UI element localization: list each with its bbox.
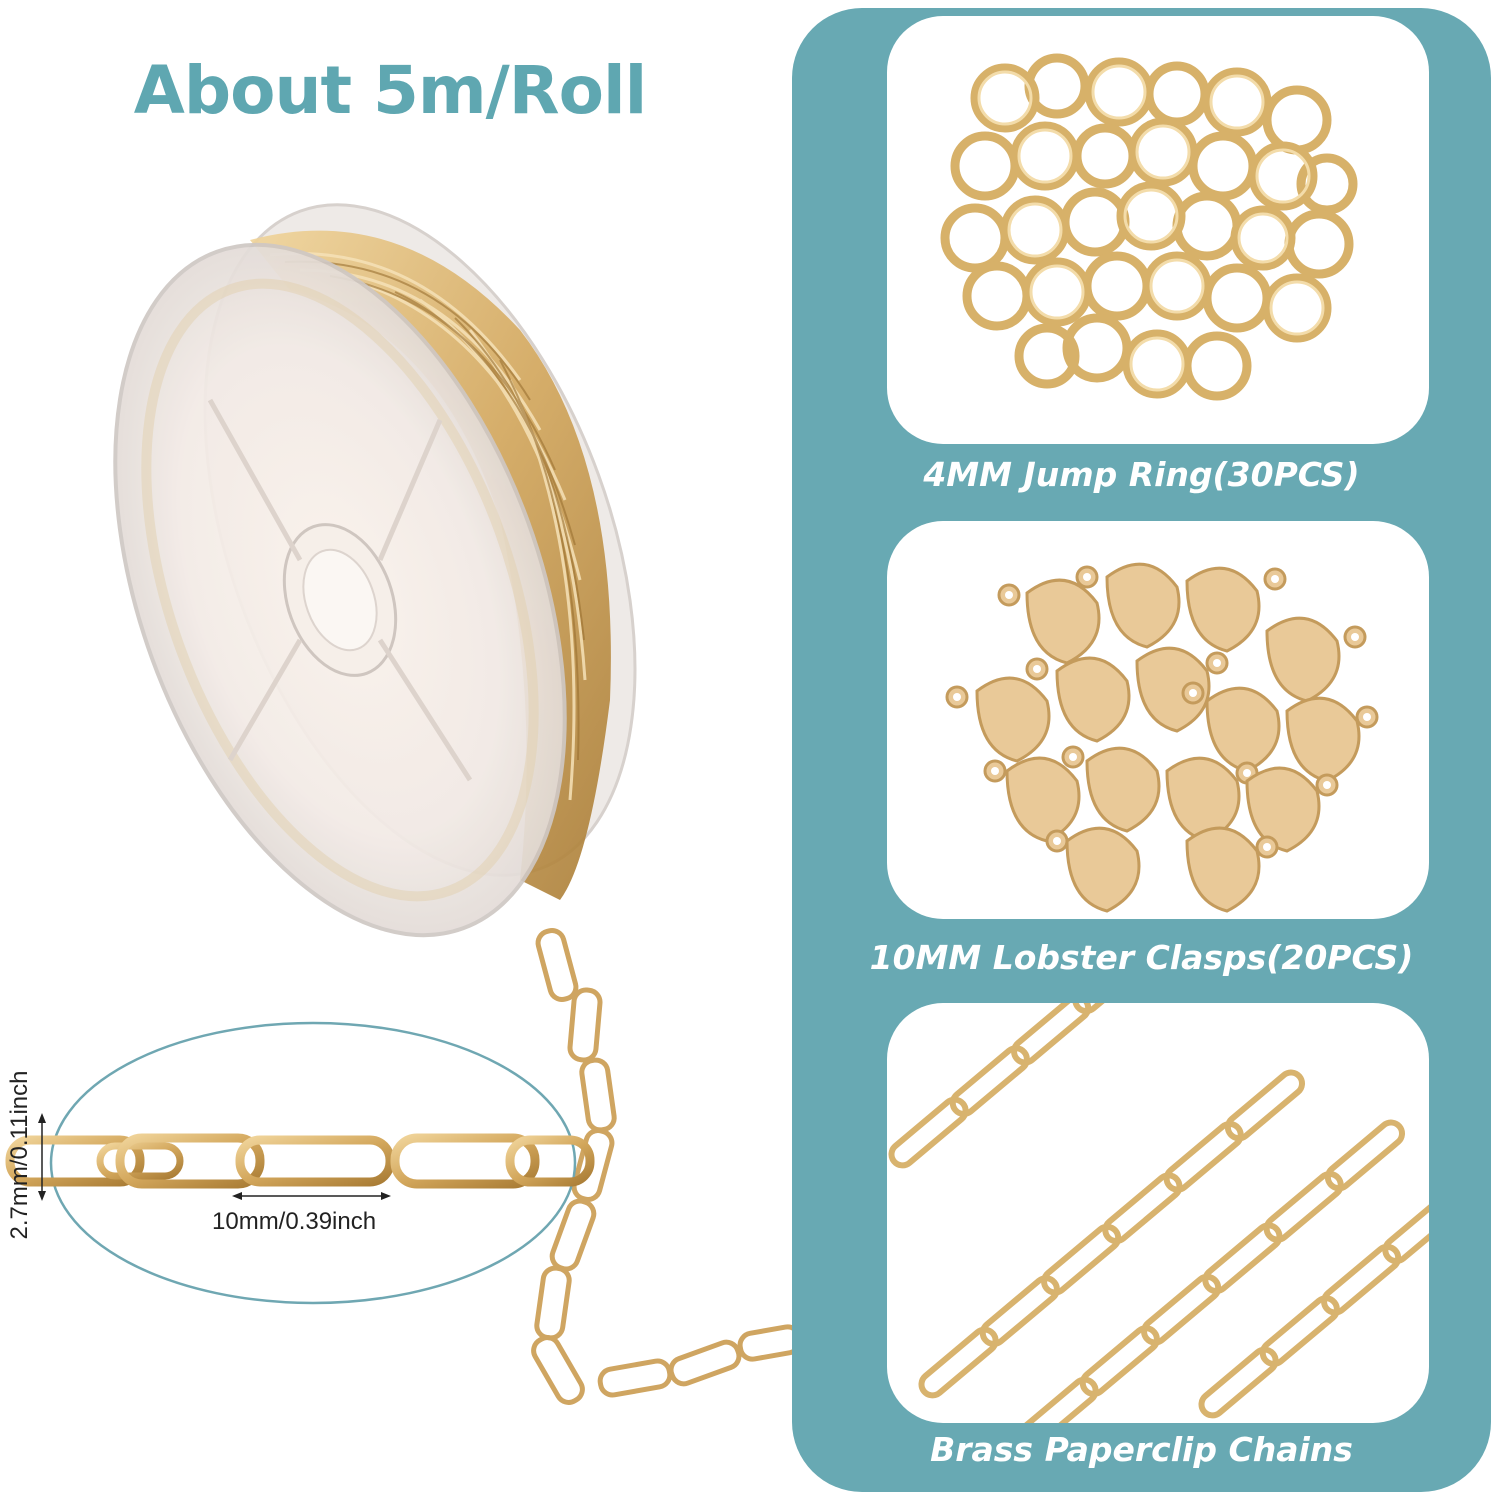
jump-ring-image	[887, 16, 1429, 444]
paperclip-chain-caption: Brass Paperclip Chains	[930, 1430, 1353, 1469]
headline: About 5m/Roll	[133, 52, 647, 129]
paperclip-chain-image	[887, 1003, 1429, 1423]
lobster-clasps-picture	[945, 562, 1379, 913]
jump-ring-caption: 4MM Jump Ring(30PCS)	[923, 455, 1360, 494]
height-dimension-label: 2.7mm/0.11inch	[6, 1070, 33, 1240]
paperclip-chains-picture	[888, 1003, 1429, 1423]
chain-detail-callout	[5, 1021, 595, 1305]
components-panel: 4MM Jump Ring(30PCS)	[792, 8, 1491, 1492]
lobster-clasp-caption: 10MM Lobster Clasps(20PCS)	[869, 938, 1414, 977]
jump-rings-picture	[940, 53, 1358, 401]
lobster-clasp-image	[887, 521, 1429, 919]
width-dimension-label: 10mm/0.39inch	[212, 1208, 377, 1235]
spool-illustration	[5, 203, 800, 1405]
chain-hanging	[531, 928, 800, 1405]
